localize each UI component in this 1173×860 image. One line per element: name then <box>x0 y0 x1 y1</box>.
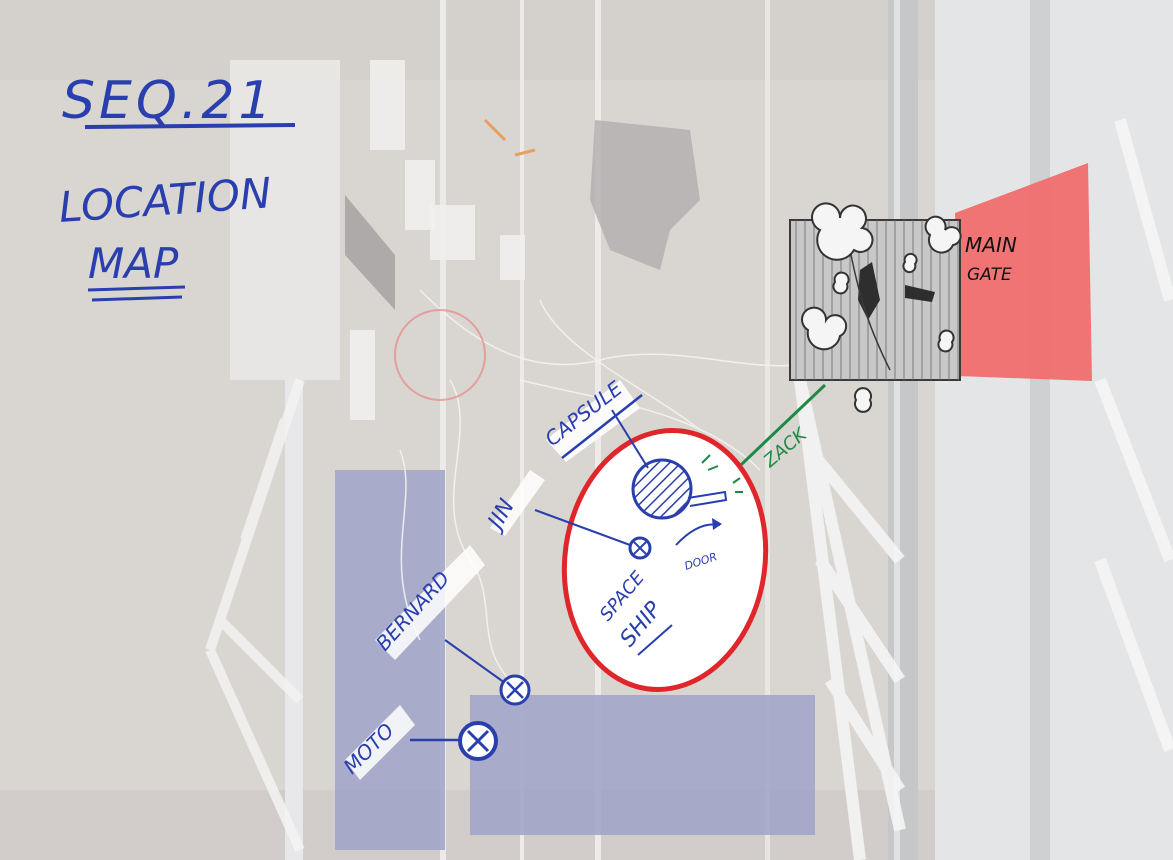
sequence-title: SEQ.21 <box>62 71 276 131</box>
bernard-marker <box>501 676 529 704</box>
main-gate-label-line1: MAIN <box>965 233 1017 257</box>
jin-marker <box>630 538 650 558</box>
moto-marker <box>460 723 496 759</box>
capsule-marker <box>633 460 691 518</box>
map-title: MAP <box>88 239 179 288</box>
main-gate-label-line2: GATE <box>967 265 1012 285</box>
